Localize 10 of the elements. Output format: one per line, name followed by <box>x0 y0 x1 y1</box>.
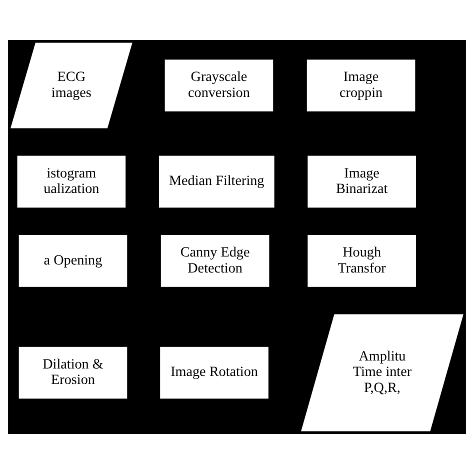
node-box: Canny Edge Detection <box>160 235 270 287</box>
node-box: Hough Transfor <box>308 235 416 287</box>
node-box: Image croppin <box>306 60 416 112</box>
node-box: Median Filtering <box>158 156 274 208</box>
node-box: Image Binarizat <box>308 156 416 208</box>
node-box: Dilation & Erosion <box>18 346 128 399</box>
node-box: Grayscale conversion <box>164 60 274 112</box>
node-box: istogram ualization <box>17 156 126 208</box>
node-box: Image Rotation <box>160 346 268 399</box>
node-box: a Opening <box>18 235 128 287</box>
